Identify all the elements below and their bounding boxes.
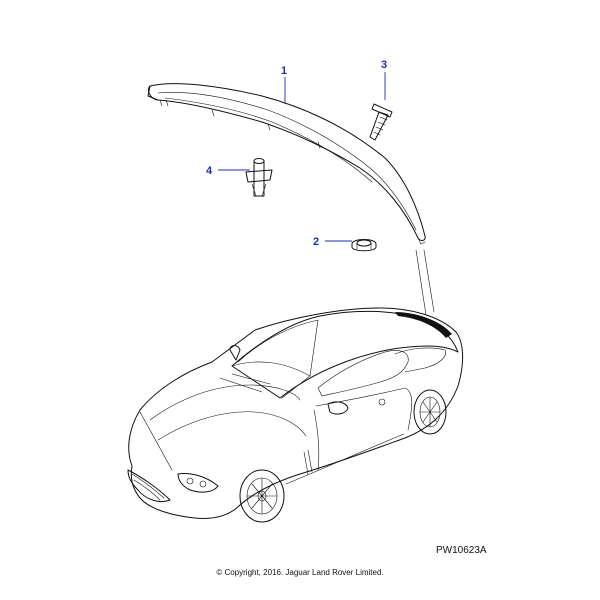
exploded-view-lines (415, 249, 435, 316)
screw-part (369, 103, 393, 141)
callout-3-label: 3 (381, 59, 387, 71)
callout-2-label: 2 (313, 236, 319, 248)
reference-code: PW10623A (436, 545, 487, 556)
car-illustration (127, 307, 464, 523)
callout-1-label: 1 (281, 65, 287, 77)
copyright-notice: © Copyright, 2016. Jaguar Land Rover Lim… (216, 568, 384, 577)
callout-2: 2 (313, 236, 352, 248)
callout-1: 1 (281, 65, 287, 104)
callout-4: 4 (206, 165, 250, 177)
rear-spoiler-part (147, 83, 426, 245)
clip-part (245, 158, 273, 197)
callout-3: 3 (381, 59, 387, 100)
grommet-part (351, 239, 377, 252)
callout-4-label: 4 (206, 165, 213, 177)
